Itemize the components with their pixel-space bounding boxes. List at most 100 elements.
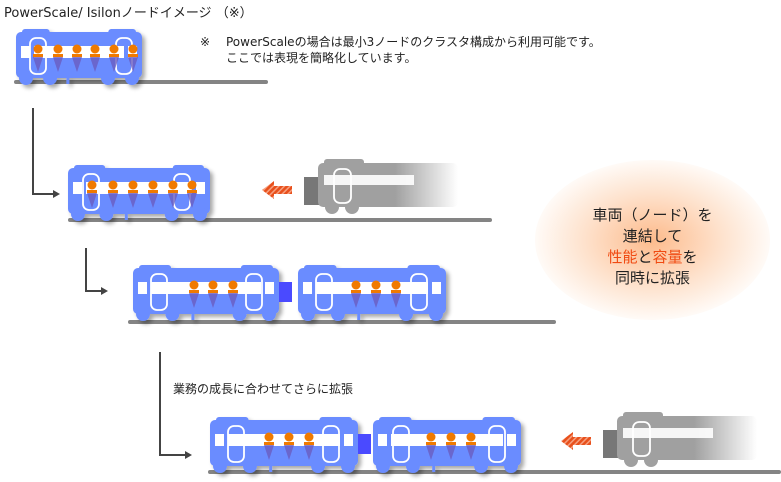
car-wheel <box>330 307 345 321</box>
rail-track <box>68 218 492 222</box>
car-wheel <box>213 459 227 473</box>
passenger-shoulder <box>109 54 119 57</box>
passenger-body <box>391 293 401 308</box>
car-door <box>392 425 410 463</box>
passenger-shoulder <box>466 442 476 445</box>
car-wheel <box>429 307 443 321</box>
flow-arrow-line <box>85 248 102 292</box>
passenger-body <box>87 193 97 208</box>
callout-line-3: 性能と容量を <box>545 247 760 268</box>
car-coupler <box>358 434 371 454</box>
train-front-buffer <box>603 430 619 458</box>
passenger-body <box>304 445 314 460</box>
passenger-icon <box>228 280 238 308</box>
callout-highlight-performance: 性能 <box>607 248 638 266</box>
car-door <box>245 273 263 311</box>
window-pillar <box>147 280 151 296</box>
passenger-icon <box>446 432 456 460</box>
car-wheel <box>164 207 179 221</box>
passenger-head <box>187 180 197 190</box>
passenger-head <box>90 44 100 54</box>
train-car-icon <box>298 265 446 321</box>
flow-arrow-icon <box>32 108 60 198</box>
car-wheel <box>43 71 58 85</box>
car-wheel <box>301 307 315 321</box>
callout-highlight-capacity: 容量 <box>652 248 683 266</box>
incoming-train-wheel <box>325 200 339 214</box>
passenger-shoulder <box>304 442 314 445</box>
window-pillar <box>224 432 228 448</box>
passenger-shoulder <box>128 54 138 57</box>
incoming-window-band <box>623 428 713 438</box>
car-door <box>315 273 333 311</box>
passenger-shoulder <box>391 290 401 293</box>
passenger-shoulder <box>168 190 178 193</box>
passenger-body <box>53 57 63 72</box>
car-door <box>150 273 168 311</box>
callout-line-1: 車両（ノード）を <box>592 206 713 224</box>
car-wheel <box>193 207 207 221</box>
car-wheel <box>165 307 180 321</box>
callout-conjunction: と <box>637 248 653 266</box>
passenger-head <box>391 280 401 290</box>
diagram-title: PowerScale/ Isilonノードイメージ （※） <box>4 6 253 21</box>
passenger-head <box>168 180 178 190</box>
car-step <box>191 314 195 320</box>
passenger-body <box>168 193 178 208</box>
car-wheel <box>376 459 390 473</box>
incoming-train-wheel <box>624 453 638 467</box>
car-wheel <box>474 459 489 473</box>
passenger-shoulder <box>33 54 43 57</box>
passenger-icon <box>168 180 178 208</box>
car-wheel <box>19 71 33 85</box>
car-door <box>227 425 245 463</box>
callout-line-2: 連結して <box>622 227 683 245</box>
car-door <box>82 173 100 211</box>
car-wheel <box>262 307 276 321</box>
passenger-icon <box>187 180 197 208</box>
left-arrow-icon <box>262 181 292 199</box>
passenger-icon <box>109 44 119 72</box>
expansion-caption: 業務の成長に合わせてさらに拡張 <box>173 382 354 396</box>
passenger-icon <box>466 432 476 460</box>
passenger-icon <box>108 180 118 208</box>
passenger-head <box>371 280 381 290</box>
passenger-shoulder <box>128 190 138 193</box>
passenger-body <box>108 193 118 208</box>
window-pillar <box>124 44 128 60</box>
passenger-icon <box>351 280 361 308</box>
window-pillar <box>340 432 344 448</box>
passenger-shoulder <box>284 442 294 445</box>
car-wheel <box>125 71 139 85</box>
passenger-shoulder <box>53 54 63 57</box>
passenger-body <box>228 293 238 308</box>
window-pillar <box>30 44 34 60</box>
window-pillar <box>312 280 316 296</box>
passenger-shoulder <box>90 54 100 57</box>
footnote-line-2: ここでは表現を簡略化しています。 <box>226 51 417 65</box>
footnote-mark: ※ <box>200 35 211 49</box>
car-wheel <box>136 307 150 321</box>
car-coupler <box>279 282 292 302</box>
callout-line-4: 同時に拡張 <box>614 269 690 287</box>
passenger-body <box>284 445 294 460</box>
car-step <box>66 78 70 84</box>
passenger-shoulder <box>108 190 118 193</box>
passenger-shoulder <box>187 190 197 193</box>
passenger-body <box>148 193 158 208</box>
passenger-head <box>109 44 119 54</box>
passenger-icon <box>189 280 199 308</box>
passenger-head <box>148 180 158 190</box>
train-car-icon <box>373 417 521 473</box>
passenger-icon <box>87 180 97 208</box>
flow-arrow-line <box>159 352 186 456</box>
passenger-body <box>371 293 381 308</box>
passenger-icon <box>33 44 43 72</box>
flow-arrow-head <box>53 190 60 198</box>
passenger-shoulder <box>228 290 238 293</box>
incoming-train-door <box>632 421 651 457</box>
passenger-body <box>446 445 456 460</box>
passenger-icon <box>90 44 100 72</box>
car-wheel <box>100 71 115 85</box>
